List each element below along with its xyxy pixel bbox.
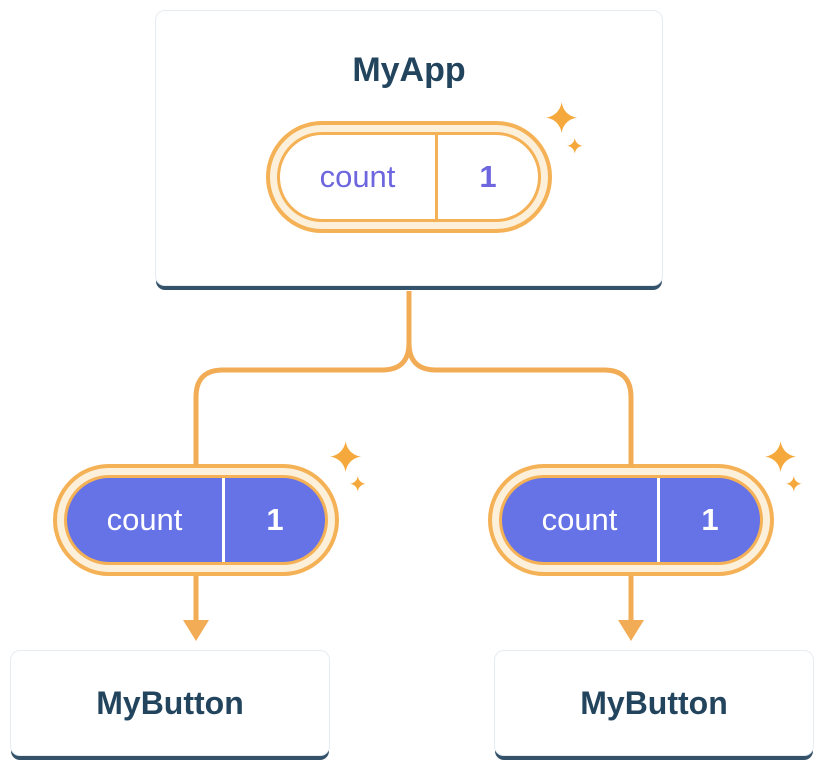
leaf-component-card-right: MyButton xyxy=(494,650,814,756)
state-value: 1 xyxy=(266,502,284,537)
pill-divider xyxy=(657,478,660,562)
state-pill-inner: count 1 xyxy=(277,132,541,222)
leaf-component-card-left: MyButton xyxy=(10,650,330,756)
state-value: 1 xyxy=(701,502,719,537)
tree-connector-right xyxy=(406,291,634,466)
component-title: MyButton xyxy=(96,685,244,721)
pill-divider xyxy=(222,478,225,562)
sparkle-icon xyxy=(765,441,802,492)
state-pill-right-child: count 1 xyxy=(488,464,774,576)
down-arrow-icon xyxy=(183,576,209,641)
state-value: 1 xyxy=(479,159,497,194)
state-label: count xyxy=(541,502,618,537)
root-component-card: MyApp count 1 xyxy=(155,10,663,286)
sparkle-icon xyxy=(330,441,366,492)
state-label: count xyxy=(106,502,183,537)
component-title: MyApp xyxy=(352,51,466,89)
down-arrow-icon xyxy=(618,576,644,641)
state-pill-root: count 1 xyxy=(266,121,552,233)
state-label: count xyxy=(319,159,396,194)
state-pill-inner: count 1 xyxy=(64,475,328,565)
pill-divider xyxy=(435,135,438,219)
state-pill-left-child: count 1 xyxy=(53,464,339,576)
state-pill-inner: count 1 xyxy=(499,475,763,565)
tree-connector-left xyxy=(193,291,412,466)
component-title: MyButton xyxy=(580,685,728,721)
